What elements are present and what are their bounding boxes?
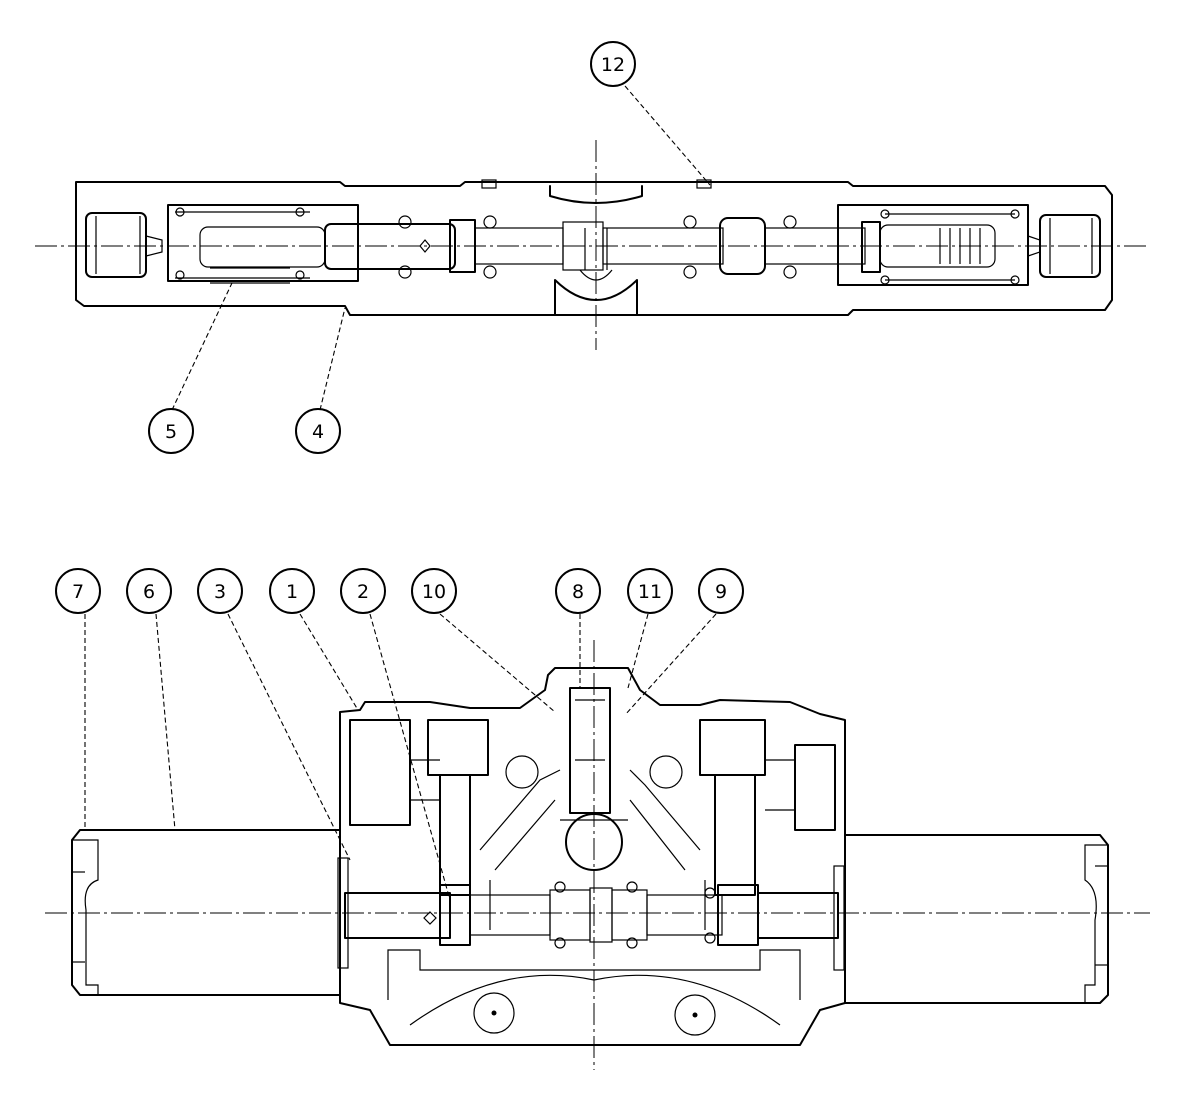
bottom-section-view xyxy=(45,640,1150,1070)
callout-4: 4 xyxy=(295,408,341,454)
callout-10: 10 xyxy=(411,568,457,614)
callout-12: 12 xyxy=(590,41,636,87)
callout-6: 6 xyxy=(126,568,172,614)
callout-1: 1 xyxy=(269,568,315,614)
callout-9-label: 9 xyxy=(715,581,727,603)
callout-5: 5 xyxy=(148,408,194,454)
callout-3: 3 xyxy=(197,568,243,614)
callout-5-label: 5 xyxy=(165,421,177,443)
callout-8: 8 xyxy=(555,568,601,614)
callout-11-label: 11 xyxy=(638,581,662,603)
callout-2-label: 2 xyxy=(357,581,369,603)
callout-6-label: 6 xyxy=(143,581,155,603)
callout-9: 9 xyxy=(698,568,744,614)
callout-10-label: 10 xyxy=(422,581,446,603)
leader-lines xyxy=(84,85,717,901)
callout-2: 2 xyxy=(340,568,386,614)
callout-1-label: 1 xyxy=(286,581,298,603)
callout-11: 11 xyxy=(627,568,673,614)
top-section-view xyxy=(35,140,1150,350)
callout-12-label: 12 xyxy=(601,54,625,76)
callout-4-label: 4 xyxy=(312,421,324,443)
callout-7: 7 xyxy=(55,568,101,614)
callout-7-label: 7 xyxy=(72,581,84,603)
callout-3-label: 3 xyxy=(214,581,226,603)
callout-8-label: 8 xyxy=(572,581,584,603)
